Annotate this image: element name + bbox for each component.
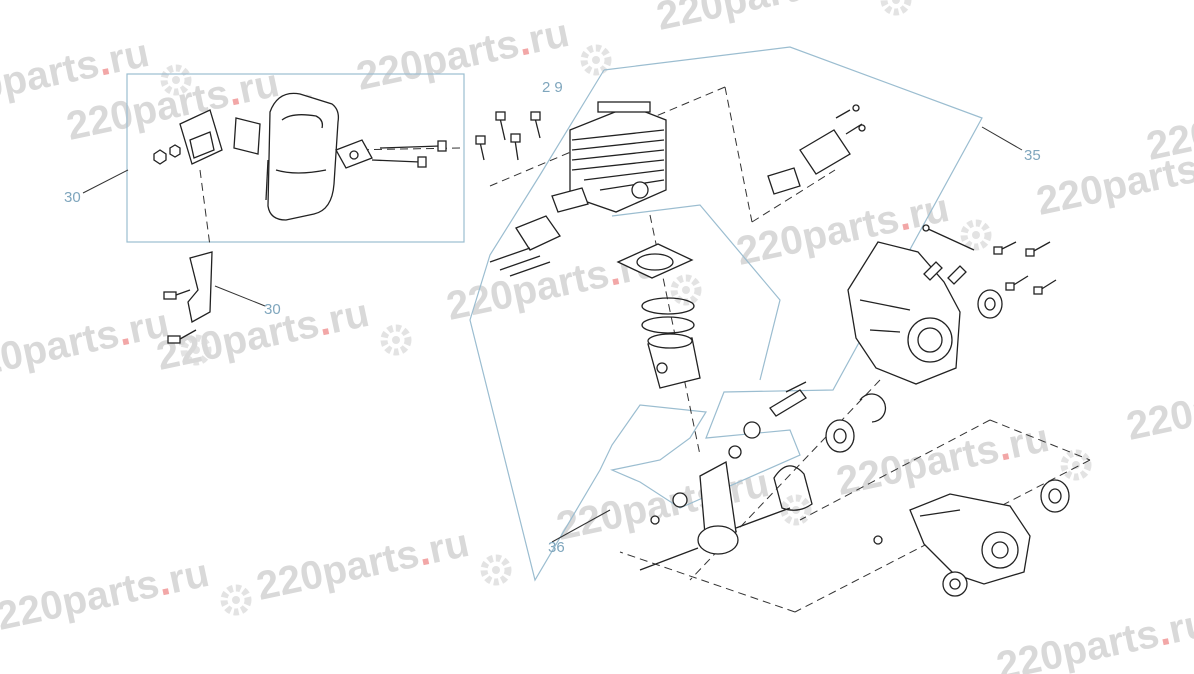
piston-ring-icon[interactable] <box>641 316 695 334</box>
gear-icon <box>580 44 612 76</box>
piston-ring-icon[interactable] <box>641 297 695 315</box>
watermark-text: 220parts.ru <box>653 0 873 39</box>
crankshaft-icon[interactable] <box>639 460 791 571</box>
muffler-lower-bracket-icon[interactable] <box>163 251 213 344</box>
callout-30-lower: 30 <box>264 301 281 318</box>
insulator-icon[interactable] <box>767 167 801 195</box>
muffler-icon[interactable] <box>265 92 340 221</box>
gear-icon <box>880 0 912 16</box>
left-crankcase-group <box>873 479 1070 597</box>
bearing-icon[interactable] <box>728 445 742 459</box>
piston-pin-icon[interactable] <box>769 389 807 417</box>
callouts: 29 30 30 35 36 <box>64 79 1041 556</box>
bearing-icon[interactable] <box>825 419 855 453</box>
dowel-icon[interactable] <box>923 261 967 285</box>
leader-lines <box>82 86 1091 613</box>
oil-seal-icon[interactable] <box>977 289 1003 319</box>
watermark-text: 220parts.ru <box>253 521 473 609</box>
nut-icon[interactable] <box>153 144 181 165</box>
watermark-text: 220parts.ru <box>553 461 773 549</box>
piston-icon[interactable] <box>647 333 701 389</box>
washer-icon[interactable] <box>672 492 688 508</box>
gear-icon <box>180 334 212 366</box>
crankcase-bolts[interactable] <box>993 241 1057 295</box>
watermark-text: 220parts.ru <box>353 11 573 99</box>
callout-35: 35 <box>1024 147 1041 164</box>
circlip-icon[interactable] <box>859 393 887 423</box>
callout-30: 30 <box>64 189 81 206</box>
watermark-text: 220parts.ru <box>833 416 1053 504</box>
callout-29: 29 <box>542 79 567 96</box>
muffler-gasket-icon[interactable] <box>233 117 261 155</box>
crankcase-group <box>847 224 1057 385</box>
assembly-frames <box>126 46 983 582</box>
watermark-text: 220parts.ru <box>0 551 213 639</box>
oil-seal-icon[interactable] <box>942 571 968 597</box>
pin-icon[interactable] <box>785 381 807 393</box>
screw-icon[interactable] <box>835 104 866 135</box>
gear-icon <box>480 554 512 586</box>
muffler-group-frame <box>126 73 465 243</box>
piston-group-outline <box>611 204 781 381</box>
muffler-group <box>153 92 447 344</box>
intake-spacer-icon[interactable] <box>515 215 561 251</box>
bolt-icon[interactable] <box>379 140 447 152</box>
gear-icon <box>670 274 702 306</box>
bearing-icon[interactable] <box>743 421 761 439</box>
plug-icon[interactable] <box>873 535 883 545</box>
gear-icon <box>220 584 252 616</box>
watermark-text: 220parts.ru <box>993 601 1194 674</box>
gear-icon <box>160 64 192 96</box>
crankcase-gasket-icon[interactable] <box>773 465 813 511</box>
bearing-icon[interactable] <box>1040 479 1070 513</box>
screw-icon[interactable] <box>489 247 551 277</box>
crankcase-half-icon[interactable] <box>909 493 1031 585</box>
watermark-text: 220parts.ru <box>0 301 173 389</box>
pipe-icon[interactable] <box>922 224 975 251</box>
watermark-text: 220parts.ru <box>1123 361 1194 449</box>
muffler-bracket-icon[interactable] <box>189 131 215 159</box>
cylinder-icon[interactable] <box>569 101 667 213</box>
washer-icon[interactable] <box>650 515 660 525</box>
crankcase-group-outline <box>469 46 983 582</box>
crankshaft-group <box>639 381 887 571</box>
intake-flange-icon[interactable] <box>799 129 851 175</box>
watermark-text: 220parts.ru <box>153 291 373 379</box>
exhaust-gasket-icon[interactable] <box>335 139 373 169</box>
gear-icon <box>960 219 992 251</box>
cylinder-bolts[interactable] <box>475 111 541 161</box>
crankcase-icon[interactable] <box>847 241 961 385</box>
watermark-text: 220parts.ru <box>443 241 663 329</box>
intake-gasket-icon[interactable] <box>551 187 589 213</box>
cylinder-group <box>475 101 701 389</box>
gear-icon <box>380 324 412 356</box>
gear-icon <box>1060 449 1092 481</box>
bolt-icon[interactable] <box>371 156 427 168</box>
callout-36: 36 <box>548 539 565 556</box>
intake-flange-group <box>767 104 866 195</box>
base-gasket-icon[interactable] <box>616 243 694 279</box>
watermark-text: 220parts.ru <box>1143 81 1194 169</box>
